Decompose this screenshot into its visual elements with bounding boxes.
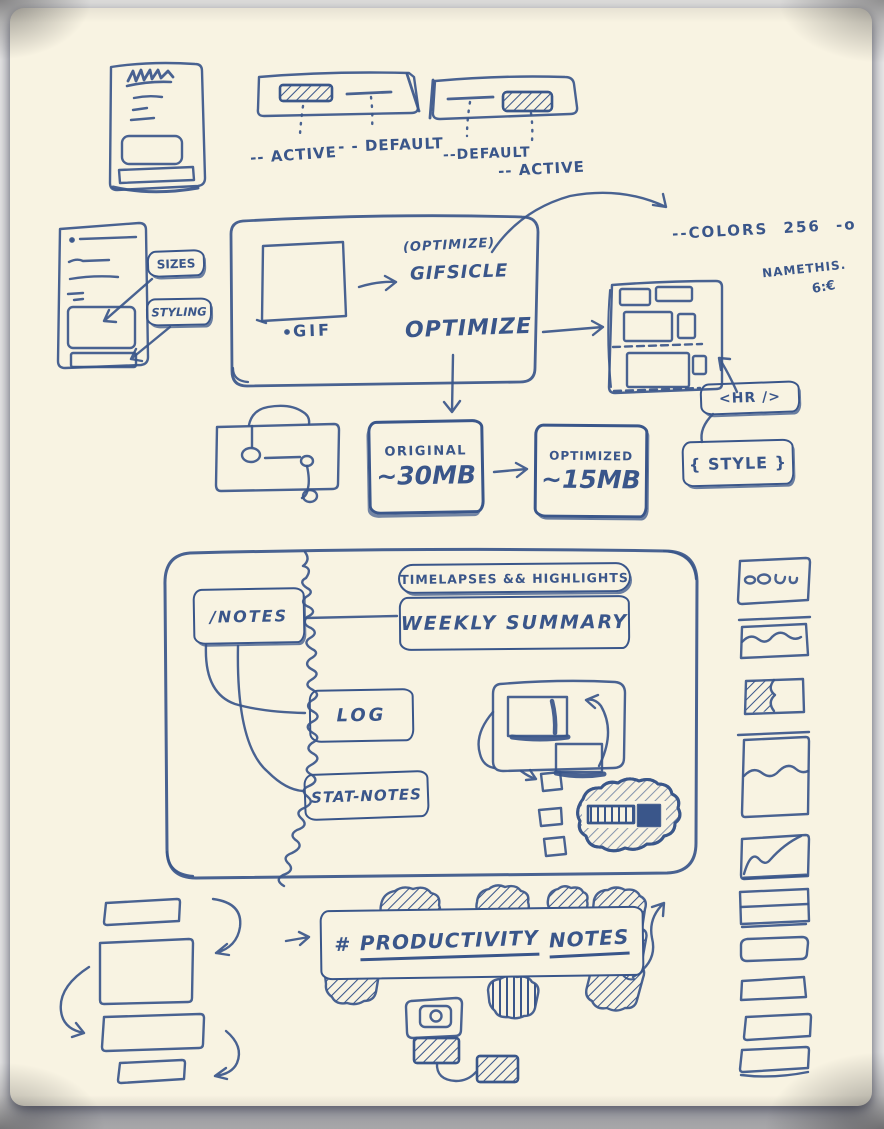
notes-nav-box: /NOTES <box>192 587 306 645</box>
label-default-left: - - DEFAULT <box>337 134 445 156</box>
hr-tag-chip: <HR /> <box>699 380 801 416</box>
banner-hash: # <box>334 933 351 957</box>
weekly-summary-box: WEEKLY SUMMARY <box>398 594 631 652</box>
original-title: ORIGINAL <box>384 443 468 460</box>
gifsicle-label: GIFSICLE <box>409 260 509 285</box>
log-box: LOG <box>308 688 415 743</box>
original-size: ~30MB <box>376 460 477 491</box>
productivity-banner: # PRODUCTIVITY NOTES <box>319 905 645 981</box>
style-tag-chip: { STYLE } <box>681 438 795 488</box>
gif-thumb-label: GIF <box>292 320 333 341</box>
styling-chip: STYLING <box>145 297 213 327</box>
optimized-title: OPTIMIZED <box>549 448 634 463</box>
banner-word-notes: NOTES <box>548 924 631 959</box>
sizes-chip: SIZES <box>146 248 206 279</box>
banner-word-productivity: PRODUCTIVITY <box>359 925 540 962</box>
optimized-size-box: OPTIMIZED ~15MB <box>533 423 649 519</box>
optimized-size: ~15MB <box>540 464 641 494</box>
optimize-action-label: OPTIMIZE <box>404 313 533 344</box>
stat-notes-box: STAT-NOTES <box>303 769 430 822</box>
original-size-box: ORIGINAL ~30MB <box>367 418 485 516</box>
timelapses-pill: TIMELAPSES && HIGHLIGHTS <box>397 561 632 595</box>
